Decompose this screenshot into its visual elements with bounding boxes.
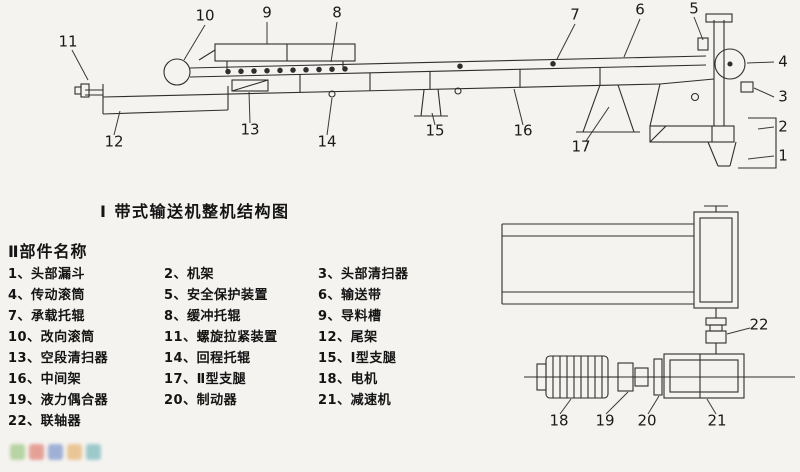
part-item-13: 13、空段清扫器 <box>8 351 109 366</box>
part-item-14: 14、回程托辊 <box>164 351 251 366</box>
reducer <box>663 353 745 399</box>
part-item-11: 11、螺旋拉紧装置 <box>164 330 278 345</box>
part-item-10: 10、改向滚筒 <box>8 330 95 345</box>
buffer-idlers <box>225 66 348 75</box>
part-item-8: 8、缓冲托辊 <box>164 309 242 324</box>
type-2-legs <box>576 84 640 133</box>
watermark-blob <box>86 444 101 460</box>
part-item-22: 22、联轴器 <box>8 414 82 429</box>
diagram-title: Ⅰ 带式输送机整机结构图 <box>100 202 290 221</box>
part-item-18: 18、电机 <box>318 372 378 387</box>
part-item-15: 15、Ⅰ型支腿 <box>318 351 397 366</box>
carrying-idlers <box>457 61 556 69</box>
watermark <box>10 444 101 460</box>
drive-pulley-plan <box>693 205 739 309</box>
watermark-blob <box>67 444 82 460</box>
part-item-20: 20、制动器 <box>164 393 238 408</box>
empty-section-cleaner <box>231 79 269 92</box>
belt-top-line <box>189 55 707 69</box>
drive-pulley <box>714 48 746 80</box>
part-item-5: 5、安全保护装置 <box>164 288 269 303</box>
shaft-coupling <box>705 317 727 344</box>
parts-section-title: Ⅱ部件名称 <box>8 242 88 261</box>
head-frame <box>705 13 777 169</box>
leader-lines <box>71 16 775 415</box>
brake <box>653 358 663 396</box>
type-1-legs <box>414 88 448 117</box>
watermark-blob <box>10 444 25 460</box>
watermark-blob <box>29 444 44 460</box>
snub-pulley <box>690 92 700 102</box>
part-item-3: 3、头部清扫器 <box>318 267 409 282</box>
parts-grid: 1、头部漏斗 2、机架 3、头部清扫器 4、传动滚筒 5、安全保护装置 6、输送带 7、承载… <box>8 262 480 430</box>
part-item-1: 1、头部漏斗 <box>8 267 86 282</box>
head-cleaner <box>740 81 754 93</box>
part-item-16: 16、中间架 <box>8 372 82 387</box>
belt-bottom-line <box>189 64 707 78</box>
drive-unit-view <box>501 205 795 399</box>
guide-chute <box>198 43 356 70</box>
part-item-9: 9、导料槽 <box>318 309 382 324</box>
safety-device <box>697 37 709 51</box>
part-item-7: 7、承载托辊 <box>8 309 86 324</box>
part-item-2: 2、机架 <box>164 267 215 282</box>
head-hopper <box>707 141 737 167</box>
part-item-19: 19、液力偶合器 <box>8 393 109 408</box>
watermark-blob <box>48 444 63 460</box>
part-item-6: 6、输送带 <box>318 288 382 303</box>
tail-frame <box>102 84 229 115</box>
part-item-12: 12、尾架 <box>318 330 378 345</box>
screw-tensioner <box>74 83 103 98</box>
conveyor-side-view <box>74 13 777 169</box>
return-idlers <box>328 87 462 98</box>
bend-pulley <box>163 58 191 86</box>
part-item-17: 17、Ⅱ型支腿 <box>164 372 247 387</box>
head-support <box>649 83 735 143</box>
part-item-4: 4、传动滚筒 <box>8 288 86 303</box>
part-item-21: 21、减速机 <box>318 393 392 408</box>
